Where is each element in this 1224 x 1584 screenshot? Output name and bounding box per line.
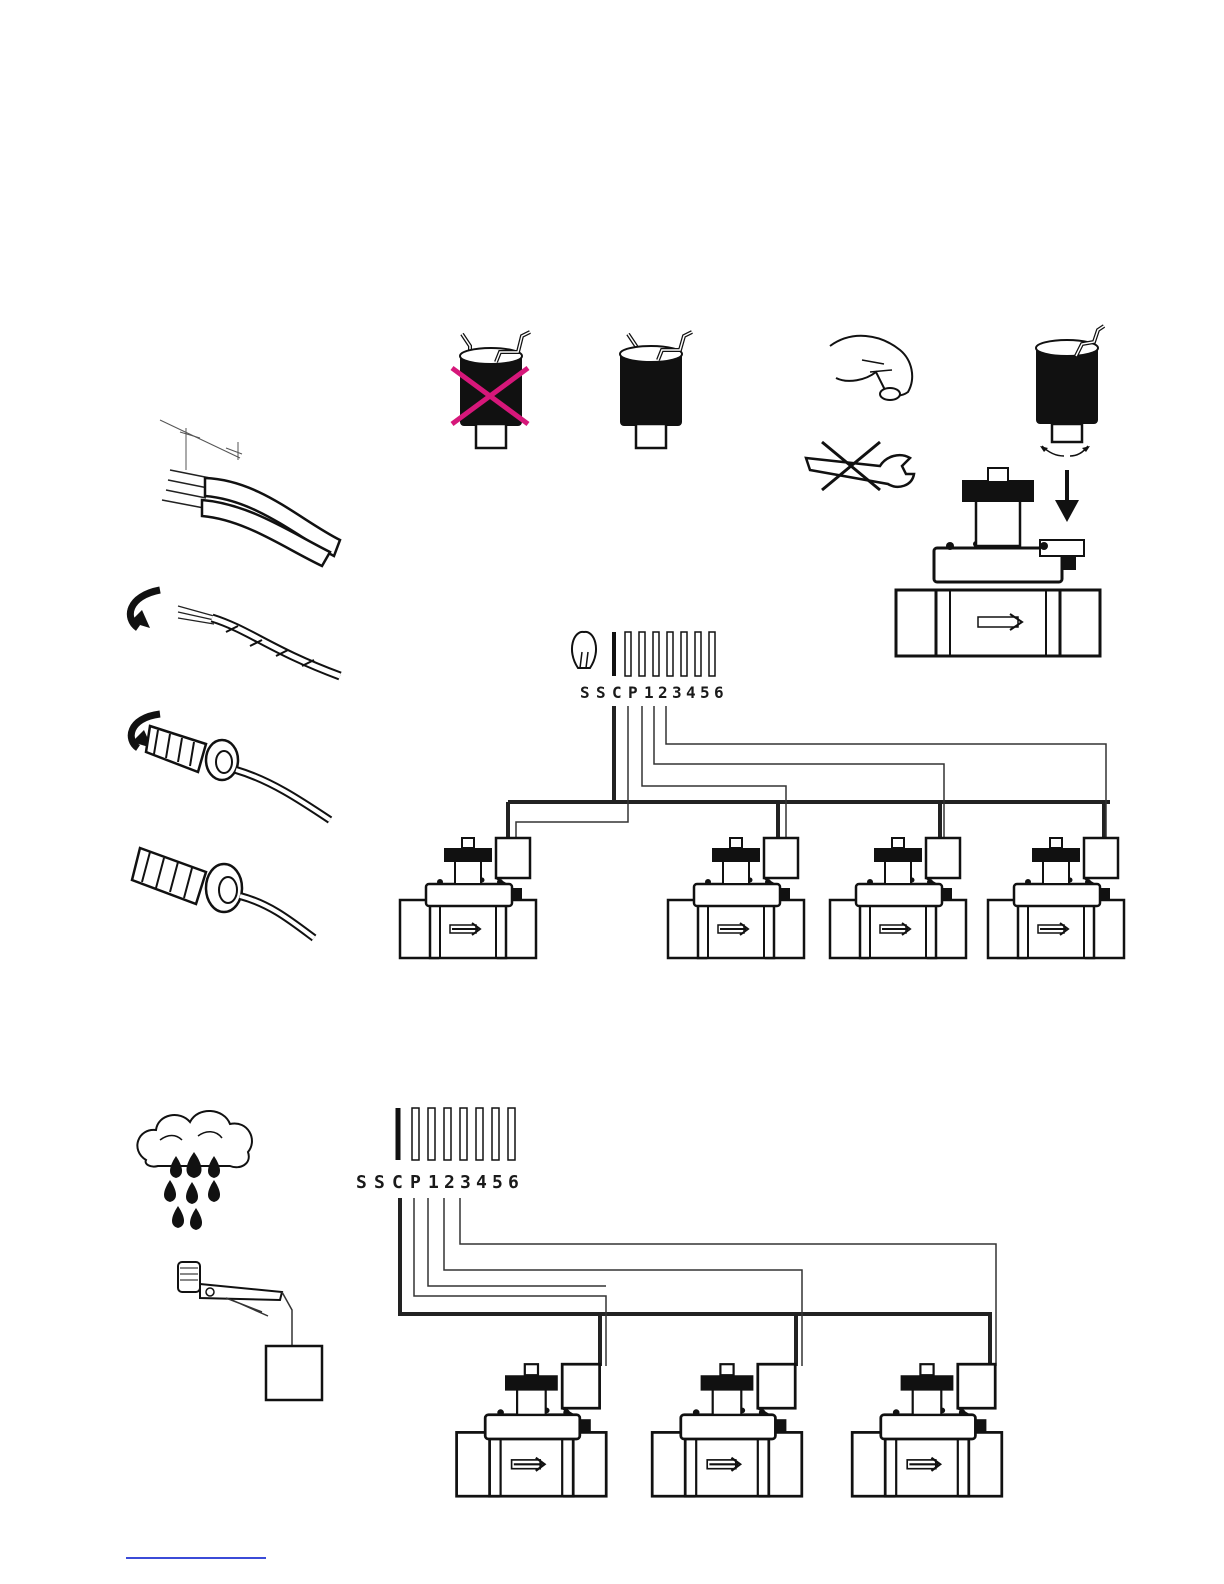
terminal-label: C xyxy=(612,683,622,702)
valve-icon xyxy=(830,838,966,958)
valve-icon xyxy=(400,838,536,958)
wire-connector-icon xyxy=(131,714,330,820)
valve-icon xyxy=(652,1364,802,1496)
terminal-label: S xyxy=(596,683,606,702)
terminal-label: 3 xyxy=(460,1172,471,1193)
valve-icon xyxy=(896,468,1100,656)
wiring-diagram-bottom xyxy=(400,1198,996,1366)
solenoid-install-icon xyxy=(1036,326,1104,456)
terminal-label: 1 xyxy=(644,683,654,702)
terminal-block-top: S S C P 1 2 3 4 5 6 xyxy=(572,632,724,702)
terminal-label: 3 xyxy=(672,683,682,702)
terminal-label: 4 xyxy=(476,1172,487,1193)
terminal-label: 5 xyxy=(700,683,710,702)
terminal-label: 5 xyxy=(492,1172,503,1193)
stripped-wire-figure xyxy=(160,420,340,566)
terminal-block-bottom: S S C P 1 2 3 4 5 6 xyxy=(356,1108,519,1193)
terminal-label: P xyxy=(628,683,638,702)
solenoid-correct-icon xyxy=(620,332,692,448)
wrench-icon xyxy=(806,442,914,490)
terminal-label: 4 xyxy=(686,683,696,702)
valve-icon xyxy=(852,1364,1002,1496)
valve-icon xyxy=(988,838,1124,958)
terminal-label: S xyxy=(580,683,596,702)
terminal-label: S xyxy=(356,1172,367,1193)
twist-wire-figure xyxy=(130,590,340,676)
down-arrow-icon xyxy=(1055,470,1079,522)
terminal-label: 1 xyxy=(428,1172,439,1193)
wiring-diagram-top xyxy=(508,706,1110,842)
terminal-label: C xyxy=(392,1172,403,1193)
rain-cloud-icon xyxy=(137,1111,252,1230)
terminal-label: 2 xyxy=(658,683,668,702)
terminal-label: 2 xyxy=(444,1172,455,1193)
hand-icon xyxy=(830,336,912,400)
terminal-label: 6 xyxy=(714,683,724,702)
terminal-label: 6 xyxy=(508,1172,519,1193)
terminal-label: S xyxy=(374,1172,385,1193)
valve-icon xyxy=(668,838,804,958)
solenoid-incorrect-icon xyxy=(452,332,530,448)
terminal-label: P xyxy=(410,1172,421,1193)
finished-connector-figure xyxy=(132,848,314,938)
valve-icon xyxy=(457,1364,607,1496)
rain-sensor-icon xyxy=(178,1262,322,1400)
